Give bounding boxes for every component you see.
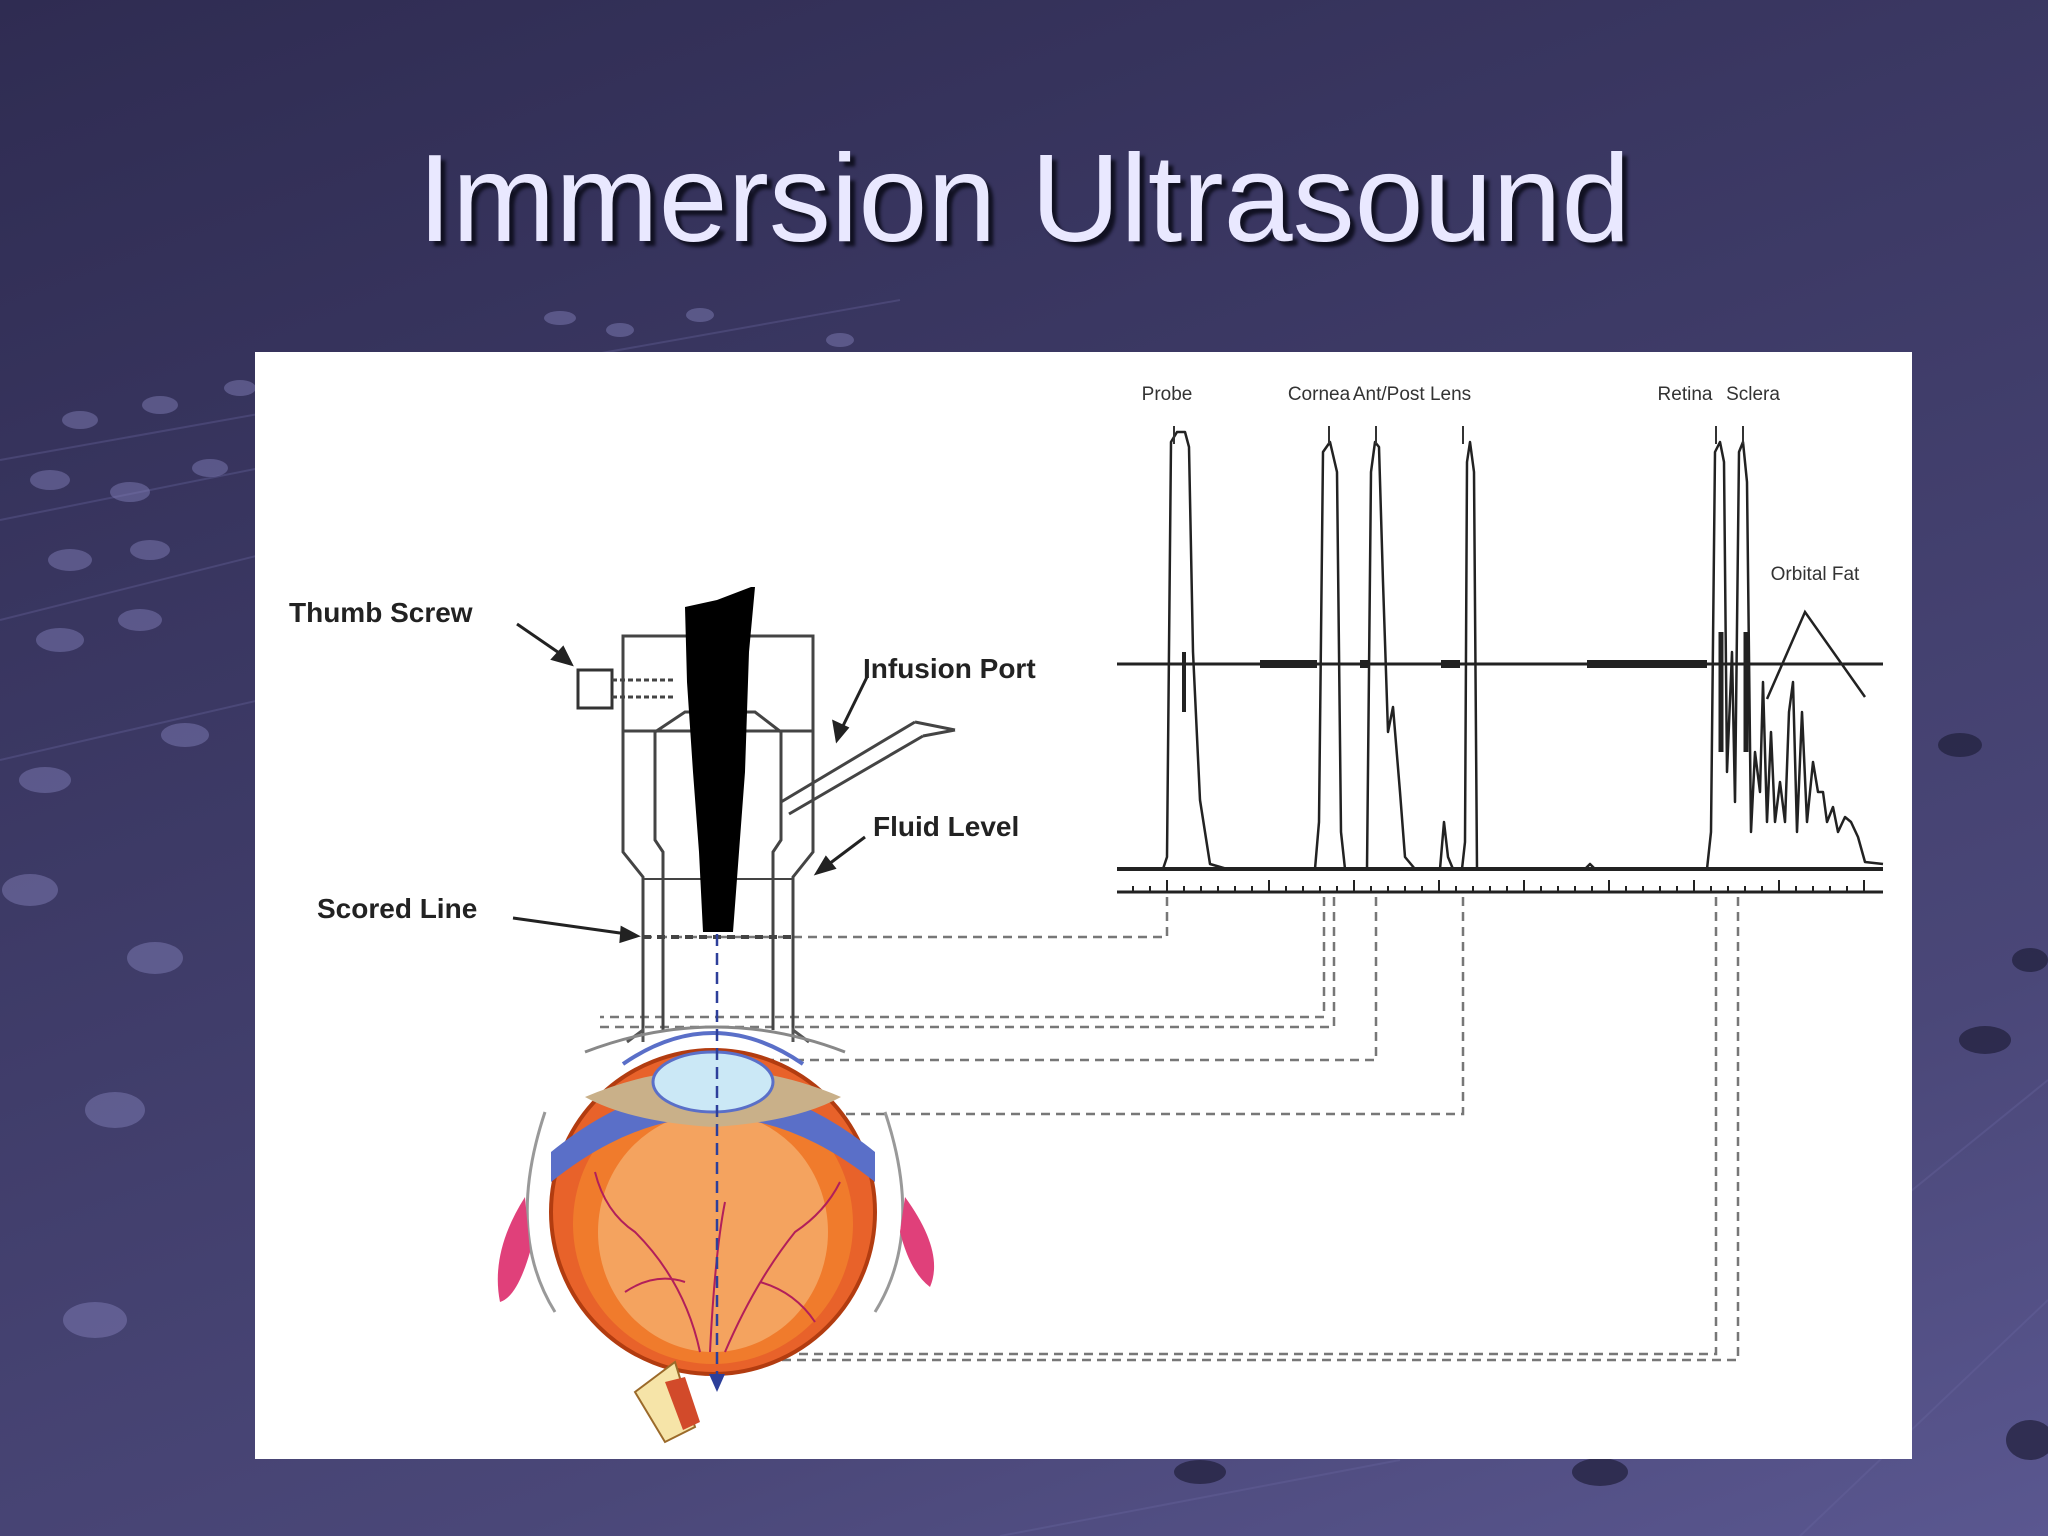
eye-cross-section-icon [497,934,935,1444]
label-retina: Retina [1658,384,1713,405]
label-arrows [512,622,869,944]
a-scan-waveform-icon [1117,430,1884,894]
label-orbital-fat: Orbital Fat [1771,564,1860,585]
label-infusion-port: Infusion Port [863,653,1036,684]
label-cornea: Cornea [1288,384,1351,405]
scale-ticks [1132,880,1865,892]
echo-connector-lines [600,897,1740,1362]
figure-panel: Probe Cornea Ant/Post Lens Retina Sclera… [255,352,1912,1459]
echo-label-markers [1173,426,1744,444]
immersion-ultrasound-diagram: Probe Cornea Ant/Post Lens Retina Sclera… [289,384,1884,1444]
label-thumb-screw: Thumb Screw [289,597,473,628]
label-sclera: Sclera [1726,384,1780,405]
label-probe: Probe [1142,384,1193,405]
label-ant-post-lens: Ant/Post Lens [1353,384,1471,405]
label-fluid-level: Fluid Level [873,811,1019,842]
label-scored-line: Scored Line [317,893,477,924]
slide-title: Immersion Ultrasound [417,130,1631,268]
